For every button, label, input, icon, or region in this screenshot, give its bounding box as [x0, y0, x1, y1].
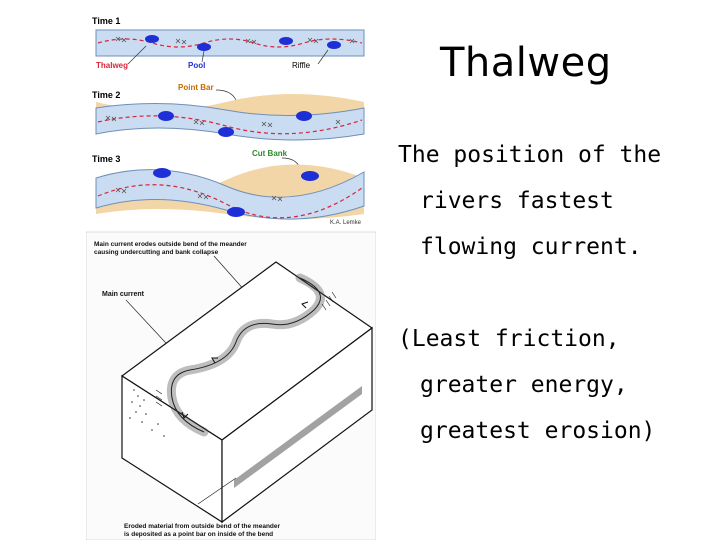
pool-marker [153, 168, 171, 178]
pool-label: Pool [188, 61, 205, 70]
river-figure: Time 1 Thalweg Pool Riffle Time 2 Point [86, 10, 376, 540]
pool-marker [301, 171, 319, 181]
point-bar-label: Point Bar [178, 83, 214, 92]
pool-marker [158, 111, 174, 121]
sediment-layer [234, 386, 362, 488]
bank-hatching [155, 291, 337, 407]
riffle-markers [115, 36, 355, 45]
pool-marker [197, 43, 211, 51]
riffle-pointer [317, 49, 329, 65]
pool-marker [279, 37, 293, 45]
credit-label: K.A. Lemke [330, 220, 362, 226]
caption-bottom-line1: Eroded material from outside bend of the… [124, 523, 280, 530]
caption-top-line1: Main current erodes outside bend of the … [94, 241, 247, 248]
point-bar-deposit [129, 389, 165, 437]
pool-marker [296, 111, 312, 121]
pool-marker [145, 35, 159, 43]
time2-label: Time 2 [92, 90, 120, 100]
time3-label: Time 3 [92, 154, 120, 164]
time1-label: Time 1 [92, 16, 120, 26]
pool-pointer [201, 50, 205, 63]
note-text: (Least friction, greater energy, greates… [398, 326, 656, 444]
river-centerline [170, 277, 321, 433]
thalweg-line-time2 [97, 115, 363, 135]
riffle-markers [115, 187, 283, 202]
caption-bottom-line2: is deposited as a point bar on inside of… [124, 531, 273, 538]
channel-time3 [95, 169, 365, 220]
slide-body: The position of the rivers fastest flowi… [398, 132, 718, 454]
main-current-label: Main current [102, 291, 145, 298]
flow-arrow [301, 301, 309, 309]
pool-marker [227, 207, 245, 217]
caption-top-line2: causing undercutting and bank collapse [94, 249, 219, 256]
definition-text: The position of the rivers fastest flowi… [398, 142, 662, 260]
cut-bank-label: Cut Bank [252, 149, 288, 158]
point-bar-pointer [215, 89, 237, 101]
flow-arrow [181, 411, 189, 419]
caption-top-pointer [213, 255, 247, 293]
block-diagram: Main current erodes outside bend of the … [86, 231, 376, 540]
pool-marker [327, 41, 341, 49]
block-right-face [221, 326, 373, 524]
thalweg-label: Thalweg [96, 61, 128, 70]
riffle-markers [105, 115, 341, 128]
channel-time1 [95, 29, 365, 57]
thalweg-pointer [127, 45, 147, 65]
caption-bottom-pointer [197, 477, 237, 505]
riffle-label: Riffle [292, 61, 311, 70]
flow-arrow [211, 357, 218, 364]
pool-marker [218, 127, 234, 137]
slide-title: Thalweg [440, 40, 612, 86]
river-diagram: Time 1 Thalweg Pool Riffle Time 2 Point [86, 16, 376, 540]
